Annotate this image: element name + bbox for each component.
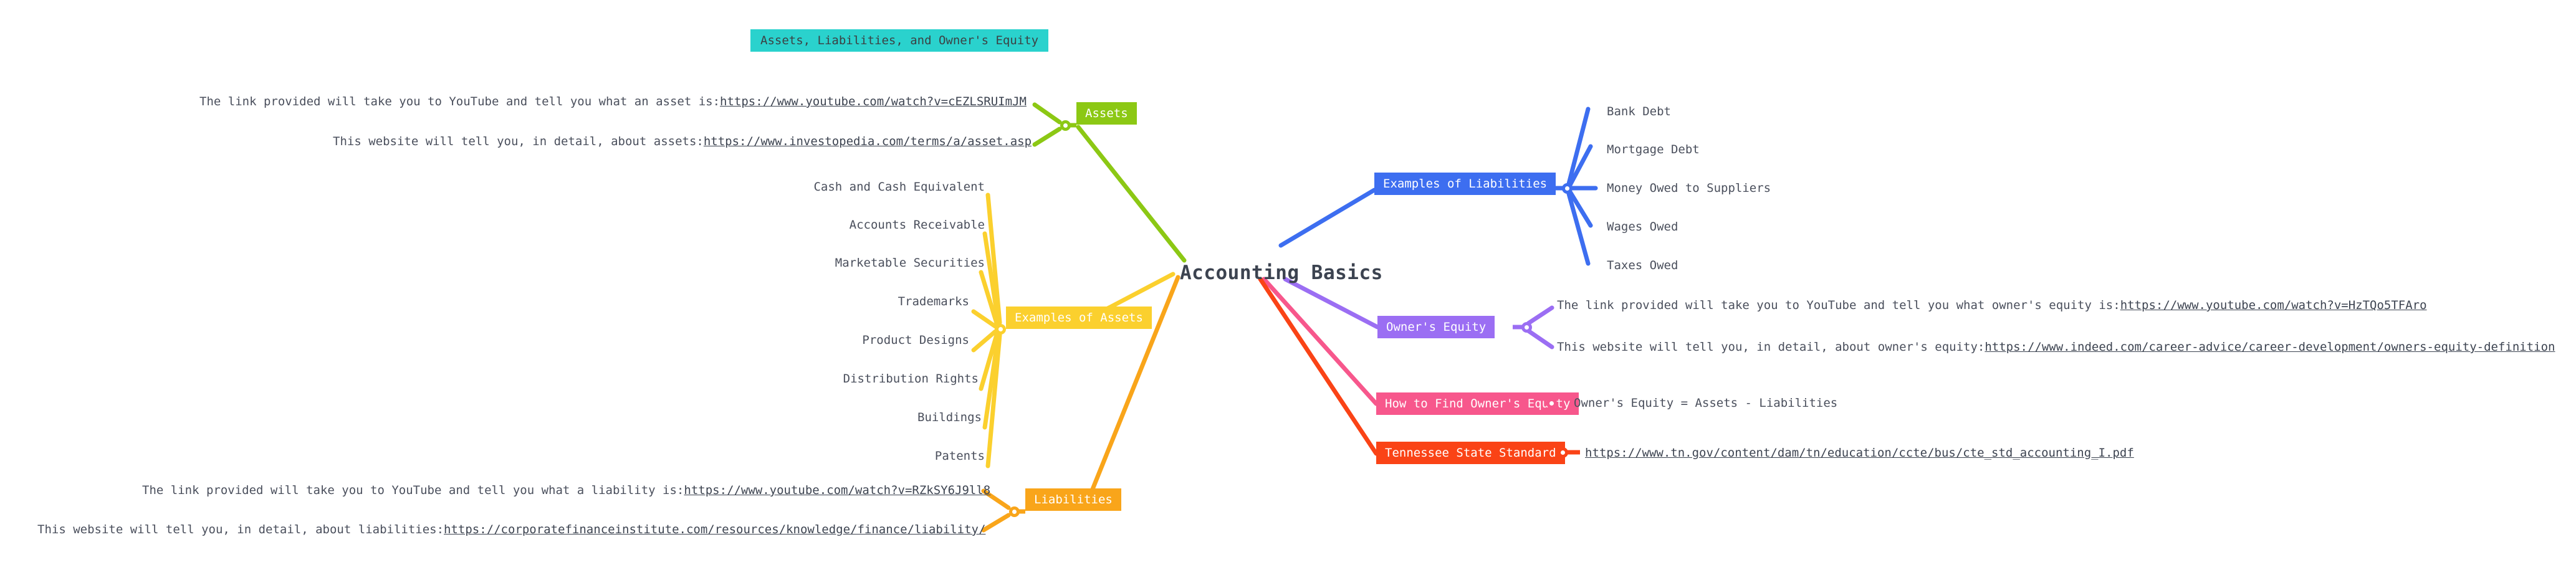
title-banner: Assets, Liabilities, and Owner's Equity (750, 29, 1049, 52)
node-examples-of-assets[interactable]: Examples of Assets (1006, 307, 1152, 329)
examples-of-assets-item-7: Patents (735, 449, 985, 463)
examples-of-liabilities-item-2-label: Money Owed to Suppliers (1607, 181, 1771, 195)
owners-equity-formula: Owner's Equity = Assets - Liabilities (1574, 396, 1837, 411)
examples-of-liabilities-item-0: Bank Debt (1607, 105, 1671, 119)
owners-equity-note-1-link[interactable]: https://www.indeed.com/career-advice/car… (1985, 340, 2555, 354)
edge-root-how-to-find (1262, 277, 1379, 406)
edge-el-item-4 (1566, 191, 1591, 266)
liabilities-hub[interactable] (1009, 506, 1020, 517)
tennessee-state-standard-hub[interactable] (1558, 447, 1568, 458)
examples-of-assets-item-6: Buildings (735, 411, 982, 425)
liabilities-note-1: This website will tell you, in detail, a… (37, 523, 985, 536)
examples-of-liabilities-item-4-label: Taxes Owed (1607, 259, 1678, 272)
edge-ea-item-0 (985, 192, 1002, 325)
owners-equity-note-0-link[interactable]: https://www.youtube.com/watch?v=HzTQo5TF… (2120, 298, 2427, 312)
edge-root-owners-equity (1283, 277, 1380, 330)
node-owners-equity[interactable]: Owner's Equity (1377, 316, 1495, 338)
examples-of-assets-item-7-label: Patents (934, 449, 985, 463)
edge-el-item-0 (1566, 107, 1591, 186)
node-tennessee-state-standard-label: Tennessee State Standard (1385, 445, 1556, 460)
examples-of-liabilities-item-3: Wages Owed (1607, 220, 1678, 234)
edge-ea-item-2 (979, 270, 1000, 328)
tennessee-state-standard-link-wrap: https://www.tn.gov/content/dam/tn/educat… (1585, 446, 2134, 460)
examples-of-assets-item-0: Cash and Cash Equivalent (735, 180, 985, 194)
examples-of-assets-item-4: Product Designs (735, 333, 969, 348)
assets-note-1-text: This website will tell you, in detail, a… (333, 135, 704, 148)
assets-note-0-text: The link provided will take you to YouTu… (199, 95, 721, 108)
liabilities-note-1-text: This website will tell you, in detail, a… (37, 523, 444, 536)
examples-of-liabilities-item-3-label: Wages Owed (1607, 220, 1678, 234)
edge-assets-note-2 (1032, 126, 1062, 147)
owners-equity-hub[interactable] (1521, 322, 1532, 333)
edge-root-examples-liab (1278, 188, 1377, 248)
owners-equity-note-1-text: This website will tell you, in detail, a… (1557, 340, 1985, 354)
examples-of-liabilities-hub[interactable] (1562, 183, 1573, 194)
examples-of-assets-hub[interactable] (995, 324, 1006, 335)
owners-equity-note-1: This website will tell you, in detail, a… (1557, 340, 2555, 354)
title-banner-label: Assets, Liabilities, and Owner's Equity (760, 33, 1039, 47)
edge-ea-item-7 (985, 333, 1002, 468)
edge-ea-item-6 (982, 331, 1001, 430)
edge-root-tn-standard (1258, 277, 1379, 456)
edge-oe-note-2 (1526, 328, 1554, 349)
node-tennessee-state-standard[interactable]: Tennessee State Standard (1376, 442, 1565, 464)
assets-note-1-link[interactable]: https://www.investopedia.com/terms/a/ass… (703, 135, 1032, 148)
node-how-to-find-owners-equity[interactable]: How to Find Owner's Equity (1376, 392, 1579, 415)
edge-ea-item-5 (979, 330, 1000, 391)
root-node-label: Accounting Basics (1180, 262, 1383, 284)
owners-equity-formula-label: Owner's Equity = Assets - Liabilities (1574, 396, 1838, 410)
edge-root-assets (1076, 125, 1187, 263)
owners-equity-note-0-text: The link provided will take you to YouTu… (1557, 298, 2120, 312)
node-owners-equity-label: Owner's Equity (1386, 320, 1487, 334)
edge-el-item-1 (1568, 144, 1593, 188)
examples-of-assets-item-4-label: Product Designs (862, 333, 969, 347)
edge-assets-note-1 (1032, 102, 1062, 125)
examples-of-liabilities-item-1-label: Mortgage Debt (1607, 143, 1700, 156)
examples-of-assets-item-3-label: Trademarks (898, 295, 969, 308)
node-assets[interactable]: Assets (1076, 102, 1137, 125)
node-liabilities-label: Liabilities (1034, 492, 1113, 506)
liabilities-note-0-link[interactable]: https://www.youtube.com/watch?v=RZkSY6J9… (684, 483, 991, 497)
edge-oe-note-1 (1526, 305, 1554, 326)
assets-note-0: The link provided will take you to YouTu… (199, 95, 1027, 108)
examples-of-assets-item-5-label: Distribution Rights (843, 372, 979, 386)
examples-of-assets-item-1: Accounts Receivable (735, 218, 985, 232)
tennessee-state-standard-link[interactable]: https://www.tn.gov/content/dam/tn/educat… (1585, 446, 2134, 460)
examples-of-assets-item-2: Marketable Securities (735, 256, 985, 270)
node-examples-of-assets-label: Examples of Assets (1015, 310, 1143, 325)
node-liabilities[interactable]: Liabilities (1025, 488, 1121, 511)
liabilities-note-0: The link provided will take you to YouTu… (142, 483, 990, 497)
examples-of-assets-item-3: Trademarks (735, 295, 969, 309)
node-how-to-find-owners-equity-label: How to Find Owner's Equity (1385, 396, 1571, 411)
node-assets-label: Assets (1085, 106, 1128, 120)
edge-ea-item-4 (971, 329, 998, 353)
assets-note-1: This website will tell you, in detail, a… (333, 135, 1032, 148)
node-examples-of-liabilities[interactable]: Examples of Liabilities (1374, 173, 1556, 195)
examples-of-assets-item-5: Distribution Rights (735, 372, 979, 386)
examples-of-assets-item-0-label: Cash and Cash Equivalent (813, 180, 985, 194)
examples-of-assets-item-1-label: Accounts Receivable (849, 218, 985, 232)
assets-note-0-link[interactable]: https://www.youtube.com/watch?v=cEZLSRUI… (720, 95, 1027, 108)
edge-el-item-3 (1568, 189, 1593, 228)
liabilities-note-1-link[interactable]: https://corporatefinanceinstitute.com/re… (444, 523, 986, 536)
node-examples-of-liabilities-label: Examples of Liabilities (1383, 176, 1548, 191)
assets-hub[interactable] (1060, 120, 1071, 131)
examples-of-liabilities-item-1: Mortgage Debt (1607, 143, 1700, 157)
examples-of-liabilities-item-0-label: Bank Debt (1607, 105, 1671, 118)
examples-of-liabilities-item-4: Taxes Owed (1607, 259, 1678, 273)
edge-liab-note-2 (981, 513, 1011, 533)
examples-of-assets-item-2-label: Marketable Securities (835, 256, 985, 270)
edge-ea-item-3 (971, 309, 998, 329)
examples-of-liabilities-item-2: Money Owed to Suppliers (1607, 181, 1771, 196)
edge-ea-item-1 (982, 231, 1001, 326)
liabilities-note-0-text: The link provided will take you to YouTu… (142, 483, 684, 497)
owners-equity-note-0: The link provided will take you to YouTu… (1557, 298, 2427, 312)
root-node[interactable]: Accounting Basics (1180, 262, 1383, 284)
examples-of-assets-item-6-label: Buildings (917, 411, 982, 424)
how-to-find-owners-equity-hub[interactable] (1546, 398, 1557, 409)
